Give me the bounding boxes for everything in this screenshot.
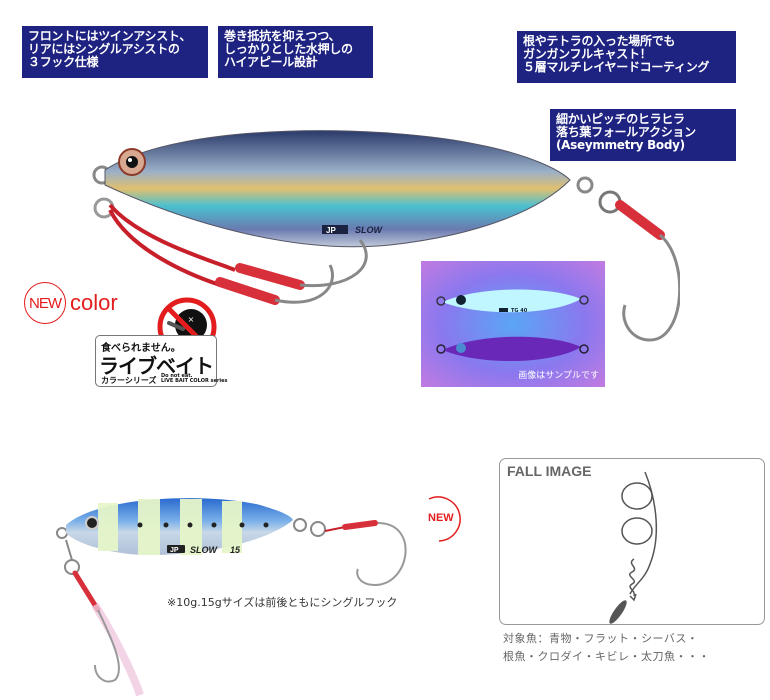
svg-text:SLOW: SLOW [190,545,219,555]
uv-lures-illustration: TG 40 [436,289,589,362]
feature-box-hooks: フロントにはツインアシスト、 リアにはシングルアシストの ３フック仕様 [22,26,208,78]
fall-trajectory-icon [609,471,658,624]
live-bait-series: カラーシリーズ [101,376,157,385]
new-circle: NEW [24,282,66,324]
svg-text:×: × [188,315,195,324]
svg-text:TG 40: TG 40 [511,308,528,314]
new-text: NEW [29,294,62,312]
live-bait-english: Do not eat. LIVE BAIT COLOR series [161,373,228,384]
new-badge-text: NEW [428,512,454,524]
main-lure-image: JP SLOW [92,130,680,342]
new-badge-arc [428,496,461,542]
target-fish-text: 対象魚：青物・フラット・シーバス・ 根魚・クロダイ・キビレ・太刀魚・・・ [503,632,710,663]
fall-image-panel: FALL IMAGE [499,458,765,625]
svg-text:JP: JP [326,226,336,235]
feature-box-coating: 根やテトラの入った場所でも ガンガンフルキャスト！ ５層マルチレイヤードコーティ… [517,31,736,83]
new-badge: NEW [414,494,464,544]
feature-box-appeal: 巻き抵抗を抑えつつ、 しっかりとした水押しの ハイアピール設計 [218,26,373,78]
svg-text:SLOW: SLOW [355,225,384,235]
live-bait-badge: 食べられません。 ライブベイト カラーシリーズ Do not eat. LIVE… [95,335,227,387]
sample-caption: 画像はサンプルです [518,371,599,381]
fall-image-title: FALL IMAGE [507,463,592,479]
new-color-label: NEW color [24,282,118,324]
live-bait-title: ライブベイト [99,354,214,378]
uv-sample-image: TG 40 画像はサンプルです [421,261,605,387]
single-hook-note: ※10g.15gサイズは前後ともにシングルフック [167,596,398,609]
svg-text:JP: JP [170,547,179,554]
small-lure-image: JP SLOW 15 [56,498,407,697]
color-text: color [70,290,118,315]
live-bait-warning: 食べられません。 [101,343,181,354]
feature-box-fall-action: 細かいピッチのヒラヒラ 落ち葉フォールアクション (Aseymmetry Bod… [550,109,736,161]
svg-text:15: 15 [230,545,241,555]
